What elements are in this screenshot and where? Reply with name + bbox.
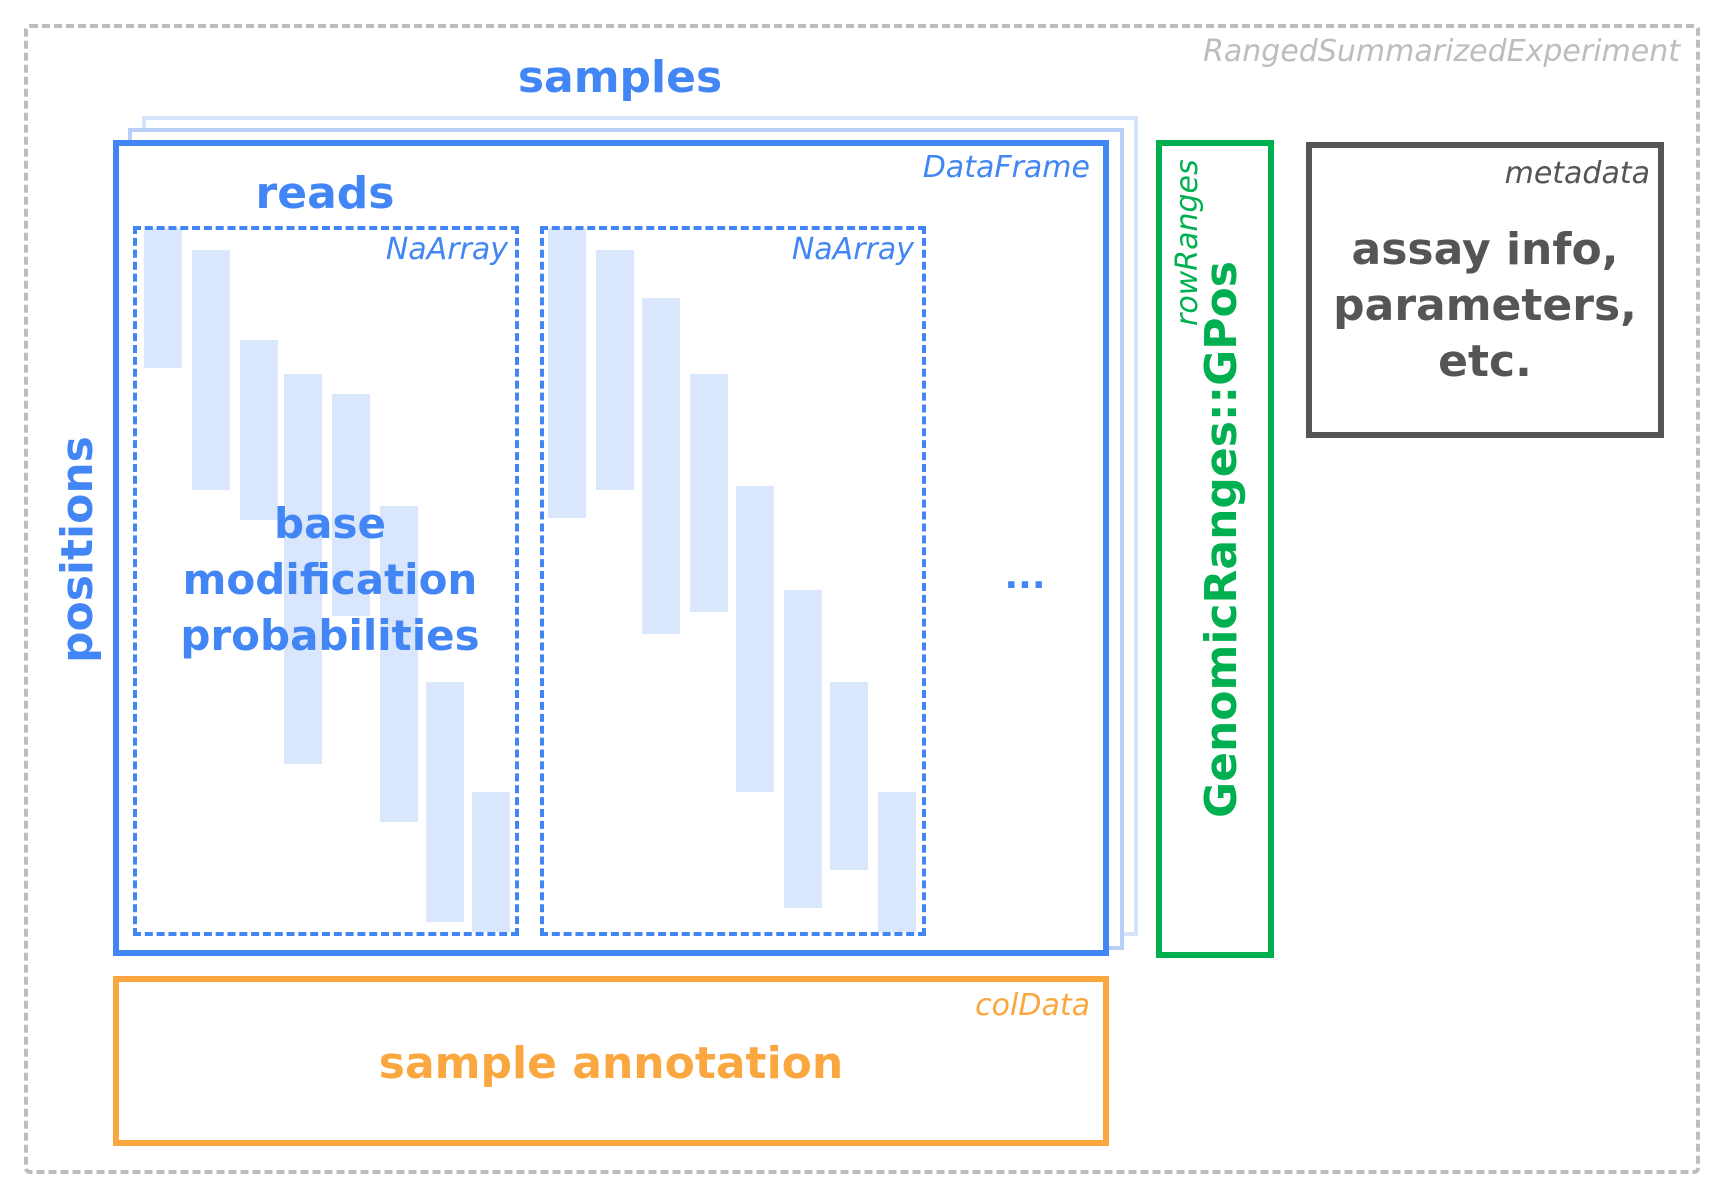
dataframe-label: DataFrame	[922, 150, 1090, 185]
metadata-description: assay info, parameters, etc.	[1306, 222, 1664, 390]
read-bar	[192, 250, 230, 490]
read-bar	[878, 792, 916, 932]
na-array-box-2	[540, 226, 926, 936]
read-bar	[332, 394, 370, 616]
assay-description-line: probabilities	[180, 611, 480, 660]
assay-description: base modification probabilities	[150, 496, 510, 664]
read-bar	[596, 250, 634, 490]
read-bar	[784, 590, 822, 908]
read-bar	[426, 682, 464, 922]
read-bar	[548, 228, 586, 518]
positions-label: positions	[52, 436, 103, 663]
read-bar	[240, 340, 278, 520]
read-bar	[144, 228, 182, 368]
assay-description-line: base	[274, 499, 386, 548]
samples-title: samples	[517, 52, 723, 103]
more-samples-ellipsis: ...	[1004, 556, 1046, 597]
col-data-label: colData	[975, 988, 1090, 1023]
metadata-line: parameters,	[1333, 280, 1637, 331]
metadata-label: metadata	[1504, 156, 1650, 191]
assay-description-line: modification	[182, 555, 478, 604]
read-bar	[690, 374, 728, 612]
container-label: RangedSummarizedExperiment	[1203, 34, 1680, 69]
read-bar	[472, 792, 510, 932]
metadata-line: assay info,	[1351, 224, 1619, 275]
na-array-box-1	[133, 226, 519, 936]
metadata-box	[1306, 142, 1664, 438]
read-bar	[380, 506, 418, 822]
read-bar	[736, 486, 774, 792]
read-bar	[284, 374, 322, 764]
reads-label: reads	[255, 168, 395, 219]
metadata-line: etc.	[1438, 336, 1532, 387]
read-bar	[830, 682, 868, 870]
read-bar	[642, 298, 680, 634]
ranged-summarized-experiment-container	[24, 24, 1700, 1174]
na-array-label-2: NaArray	[791, 232, 914, 267]
col-data-value: sample annotation	[378, 1038, 844, 1089]
row-ranges-value: GenomicRanges::GPos	[1196, 261, 1247, 818]
na-array-label-1: NaArray	[385, 232, 508, 267]
row-ranges-box	[1156, 140, 1274, 958]
col-data-box	[113, 976, 1109, 1146]
